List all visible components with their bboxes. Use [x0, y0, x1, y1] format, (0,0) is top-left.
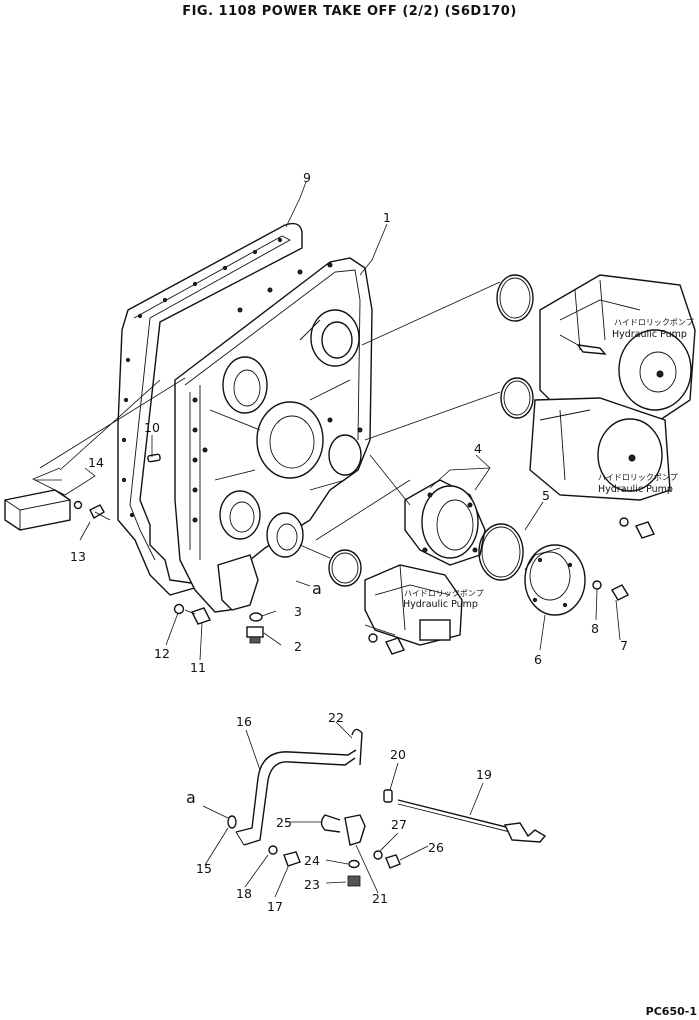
part-number-23: 23	[304, 877, 320, 892]
pump-label-middle-en: Hydraulic Pump	[598, 484, 673, 495]
view-marker-upper: a	[312, 579, 322, 598]
gasket-bolt-holes	[121, 237, 283, 518]
part-number-8: 8	[591, 621, 599, 636]
part-number-20: 20	[390, 747, 406, 762]
bolt-7	[611, 584, 629, 601]
washer-27	[373, 850, 383, 860]
part-number-1: 1	[383, 210, 391, 225]
pto-housing	[174, 257, 373, 613]
pump-label-upper-en: Hydraulic Pump	[612, 329, 687, 340]
hook-22	[351, 728, 363, 766]
o-ring-5	[478, 523, 524, 581]
pump-label-middle-jp: ハイドロリックポンプ	[598, 473, 678, 482]
part-number-22: 22	[328, 710, 344, 725]
pump-label-middle: ハイドロリックポンプ Hydraulic Pump	[598, 473, 678, 495]
part-number-19: 19	[476, 767, 492, 782]
o-ring-middle	[500, 377, 534, 419]
part-number-5: 5	[542, 488, 550, 503]
washer-24	[348, 859, 360, 869]
part-number-27: 27	[391, 817, 407, 832]
view-marker-lower: a	[186, 788, 196, 807]
pump-label-lower-en: Hydraulic Pump	[403, 599, 478, 610]
part-number-11: 11	[190, 660, 206, 675]
part-number-21: 21	[372, 891, 388, 906]
washer-12	[173, 603, 185, 615]
part-number-17: 17	[267, 899, 283, 914]
part-number-16: 16	[236, 714, 252, 729]
bolt-11	[184, 607, 211, 625]
nut-23	[347, 875, 361, 887]
pump-label-lower: ハイドロリックポンプ Hydraulic Pump	[403, 589, 484, 610]
dowel-pin	[147, 453, 161, 463]
hydraulic-pump-middle	[529, 397, 671, 501]
pump-label-upper-jp: ハイドロリックポンプ	[614, 318, 694, 327]
u-bolt-25	[320, 814, 341, 833]
leader-lines	[32, 181, 621, 898]
bracket-21	[344, 814, 366, 846]
part-number-18: 18	[236, 886, 252, 901]
part-number-9: 9	[303, 170, 311, 185]
part-number-7: 7	[620, 638, 628, 653]
washer-18	[268, 845, 278, 855]
bolt-17	[283, 851, 301, 867]
tube-16	[243, 757, 356, 846]
part-number-6: 6	[534, 652, 542, 667]
part-number-26: 26	[428, 840, 444, 855]
o-ring-lower	[328, 549, 362, 587]
cover-plate	[4, 489, 71, 531]
seal-3	[249, 612, 263, 622]
hydraulic-pump-upper	[539, 274, 696, 421]
washer-8	[592, 580, 602, 590]
adapter-flange	[404, 479, 486, 566]
part-number-4: 4	[474, 441, 482, 456]
drain-plug	[246, 626, 264, 644]
gauge-rod	[397, 799, 511, 829]
gasket-inner-edge	[129, 235, 291, 561]
gasket-outline	[117, 222, 303, 596]
part-number-15: 15	[196, 861, 212, 876]
o-ring-15	[227, 815, 237, 829]
pump-label-lower-jp: ハイドロリックポンプ	[404, 589, 484, 598]
part-number-12: 12	[154, 646, 170, 661]
part-number-24: 24	[304, 853, 320, 868]
bolt-13	[73, 500, 111, 521]
part-number-14: 14	[88, 455, 104, 470]
part-number-25: 25	[276, 815, 292, 830]
hydraulic-pump-lower	[364, 564, 463, 646]
part-number-2: 2	[294, 639, 302, 654]
part-number-13: 13	[70, 549, 86, 564]
part-number-10: 10	[144, 420, 160, 435]
pump-label-upper: ハイドロリックポンプ Hydraulic Pump	[612, 318, 694, 340]
sleeve-20	[383, 789, 393, 803]
end-cover	[524, 544, 586, 616]
nut-26	[385, 854, 401, 869]
o-ring-top	[496, 274, 534, 322]
part-number-labels: 1 2 3 4 5 6 7 8 9 10 11 12 13 14 15 16 1…	[70, 170, 628, 914]
page-code: PC650-1	[645, 1005, 697, 1018]
page-title: FIG. 1108 POWER TAKE OFF (2/2) (S6D170)	[182, 4, 517, 19]
part-number-3: 3	[294, 604, 302, 619]
